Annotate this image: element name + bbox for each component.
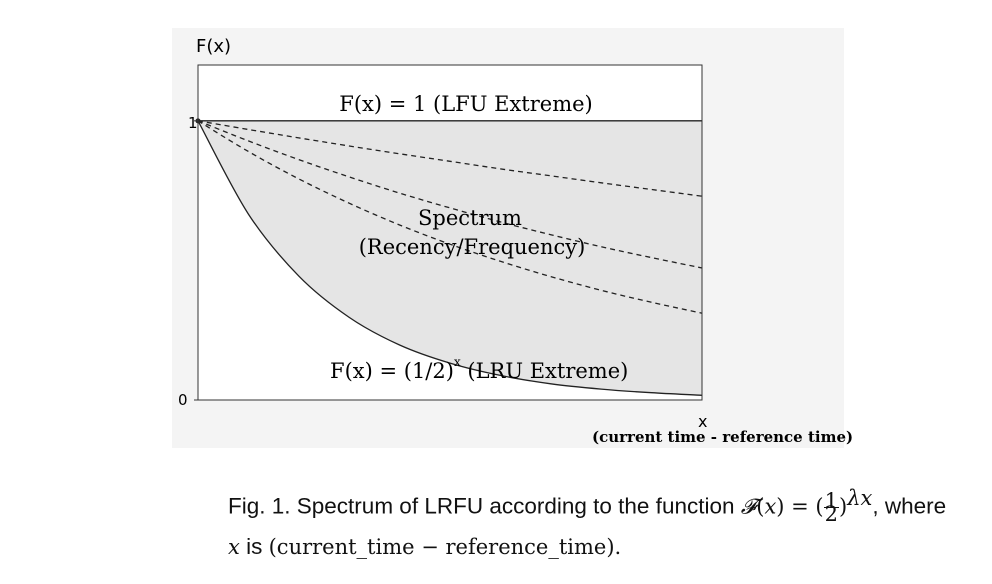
y-tick-label-0: 0 — [178, 391, 188, 409]
annotation-spectrum: Spectrum — [418, 206, 522, 230]
caption-var-x: x — [764, 494, 777, 519]
annotation-lru-main: F(x) = (1/2) — [330, 359, 454, 383]
annotation-lru-tail: (LRU Extreme) — [461, 359, 629, 383]
caption-line-1: Fig. 1. Spectrum of LRFU according to th… — [228, 478, 968, 527]
series-line-4 — [197, 120, 703, 314]
caption-fraction-numerator: 1 — [823, 489, 840, 514]
annotation-lfu: F(x) = 1 (LFU Extreme) — [339, 92, 592, 116]
annotation-lru: F(x) = (1/2)x (LRU Extreme) — [330, 355, 628, 383]
plot-frame — [197, 64, 703, 401]
caption-line2-expression: (current_time − reference_time). — [268, 534, 622, 559]
annotation-lru-exponent: x — [454, 355, 461, 369]
figure-caption: Fig. 1. Spectrum of LRFU according to th… — [228, 478, 968, 567]
caption-line-2: x is (current_time − reference_time). — [228, 527, 968, 567]
caption-function-symbol: 𝓕 — [740, 494, 757, 519]
caption-text: Fig. 1. Spectrum of LRFU according to th… — [228, 493, 741, 519]
chart-svg: F(x) 1 0 F(x) = 1 (LFU Extreme) Spectrum… — [172, 28, 853, 448]
caption-line2-is: is — [239, 533, 269, 559]
x-axis-label: x — [698, 412, 707, 431]
caption-equals: ) = ( — [776, 494, 824, 519]
caption-fraction-denominator: 2 — [824, 502, 839, 527]
series-line-2 — [197, 120, 703, 197]
caption-paren-open: ( — [756, 494, 765, 519]
series-line-5 — [197, 120, 703, 396]
spectrum-shaded-region — [198, 120, 702, 396]
x-axis-sublabel: (current time - reference time) — [592, 428, 853, 446]
caption-where: , where — [872, 493, 947, 519]
caption-line2-var: x — [228, 534, 240, 559]
y-axis-label: F(x) — [196, 36, 231, 57]
caption-paren-close: ) — [839, 494, 848, 519]
chart-figure: F(x) 1 0 F(x) = 1 (LFU Extreme) Spectrum… — [172, 28, 853, 448]
annotation-recency-frequency: (Recency/Frequency) — [359, 235, 586, 259]
series-line-3 — [197, 120, 703, 269]
y-tick-label-1: 1 — [188, 114, 198, 132]
caption-exponent: λx — [847, 486, 873, 510]
